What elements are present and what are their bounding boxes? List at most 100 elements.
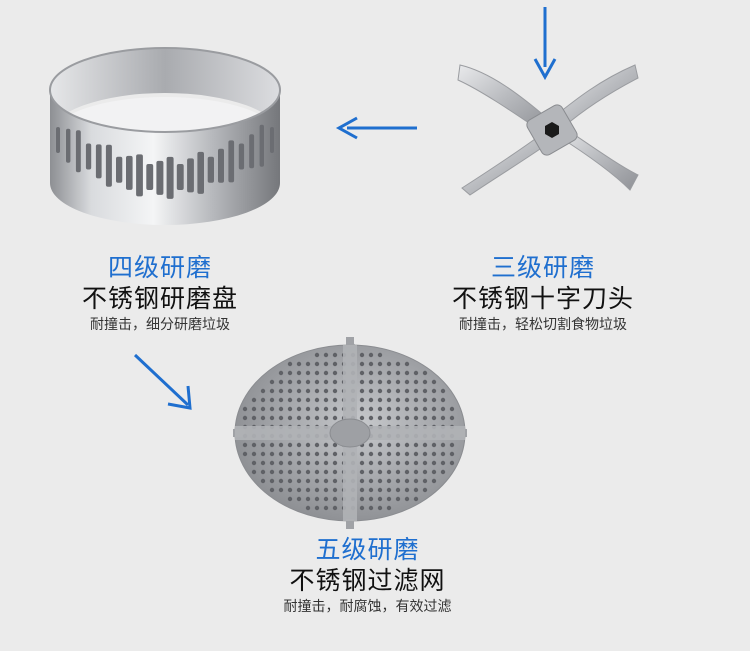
ring-slot <box>116 156 123 183</box>
filter-hole <box>260 451 266 457</box>
filter-hole <box>296 442 302 448</box>
filter-hole <box>269 478 275 484</box>
filter-hole <box>431 397 437 403</box>
filter-hole <box>404 451 410 457</box>
filter-hole <box>377 487 383 493</box>
filter-hole <box>287 397 293 403</box>
filter-hole <box>296 478 302 484</box>
ring-caption: 四级研磨 不锈钢研磨盘 耐撞击，细分研磨垃圾 <box>60 253 260 335</box>
filter-hole <box>296 451 302 457</box>
filter-hole <box>305 442 311 448</box>
filter-hole <box>305 469 311 475</box>
filter-hole <box>296 487 302 493</box>
filter-hole <box>314 415 320 421</box>
filter-hole <box>368 505 374 511</box>
filter-hole <box>440 460 446 466</box>
filter-hole <box>395 460 401 466</box>
filter-hole <box>314 406 320 412</box>
filter-hole <box>404 415 410 421</box>
filter-hole <box>431 460 437 466</box>
filter-hole <box>359 361 365 367</box>
filter-caption: 五级研磨 不锈钢过滤网 耐撞击，耐腐蚀，有效过滤 <box>250 535 485 617</box>
filter-hole <box>395 469 401 475</box>
ring-level: 四级研磨 <box>107 253 212 282</box>
filter-hole <box>431 379 437 385</box>
filter-hole <box>431 388 437 394</box>
filter-hole <box>314 361 320 367</box>
filter-hole <box>404 469 410 475</box>
filter-hole <box>332 451 338 457</box>
filter-hole <box>359 460 365 466</box>
filter-hole <box>332 442 338 448</box>
filter-hole <box>332 361 338 367</box>
filter-hole <box>386 388 392 394</box>
filter-hole <box>368 352 374 358</box>
filter-hole <box>323 388 329 394</box>
filter-hole <box>287 388 293 394</box>
filter-hole <box>332 352 338 358</box>
filter-hole <box>359 370 365 376</box>
filter-hole <box>386 379 392 385</box>
blade-caption: 三级研磨 不锈钢十字刀头 耐撞击，轻松切割食物垃圾 <box>428 253 658 335</box>
filter-hole <box>305 460 311 466</box>
filter-hole <box>305 505 311 511</box>
filter-hole <box>422 469 428 475</box>
filter-hole <box>269 442 275 448</box>
filter-hole <box>287 487 293 493</box>
ring-slot <box>105 144 112 187</box>
filter-hole <box>386 505 392 511</box>
filter-hole <box>260 388 266 394</box>
ring-slot <box>270 127 274 153</box>
left-arrow-icon <box>335 116 417 140</box>
filter-hole <box>260 442 266 448</box>
filter-hole <box>269 469 275 475</box>
ring-slot <box>187 158 194 193</box>
filter-hole <box>377 415 383 421</box>
ring-slot <box>176 164 184 190</box>
filter-hole <box>404 379 410 385</box>
filter-hole <box>386 478 392 484</box>
filter-hole <box>422 379 428 385</box>
filter-hole <box>332 460 338 466</box>
filter-hole <box>404 397 410 403</box>
filter-hole <box>260 460 266 466</box>
filter-hole <box>332 388 338 394</box>
filter-hole <box>386 469 392 475</box>
filter-hole <box>413 460 419 466</box>
filter-hole <box>359 451 365 457</box>
filter-hole <box>413 406 419 412</box>
filter-hole <box>332 478 338 484</box>
filter-hole <box>440 451 446 457</box>
ring-slot <box>75 130 81 173</box>
filter-hole <box>386 487 392 493</box>
filter-hole <box>413 469 419 475</box>
ring-slot <box>238 143 245 170</box>
filter-hole <box>377 460 383 466</box>
filter-hole <box>359 505 365 511</box>
filter-hole <box>242 442 248 448</box>
filter-hole <box>377 496 383 502</box>
filter-hole <box>368 451 374 457</box>
filter-hole <box>323 406 329 412</box>
ring-slot <box>126 155 133 190</box>
filter-hole <box>404 361 410 367</box>
filter-hole <box>395 406 401 412</box>
filter-hole <box>323 379 329 385</box>
filter-hole <box>404 487 410 493</box>
filter-hole <box>368 397 374 403</box>
filter-hole <box>278 388 284 394</box>
filter-hole <box>368 442 374 448</box>
filter-hole <box>323 469 329 475</box>
blade-desc: 耐撞击，轻松切割食物垃圾 <box>459 317 627 333</box>
filter-hole <box>413 451 419 457</box>
filter-hole <box>242 415 248 421</box>
filter-hole <box>251 442 257 448</box>
blade-level: 三级研磨 <box>490 253 595 282</box>
filter-hole <box>323 505 329 511</box>
filter-hole <box>314 388 320 394</box>
filter-hole <box>251 451 257 457</box>
filter-hole <box>413 397 419 403</box>
filter-hole <box>440 397 446 403</box>
filter-hole <box>368 487 374 493</box>
filter-hole <box>323 460 329 466</box>
